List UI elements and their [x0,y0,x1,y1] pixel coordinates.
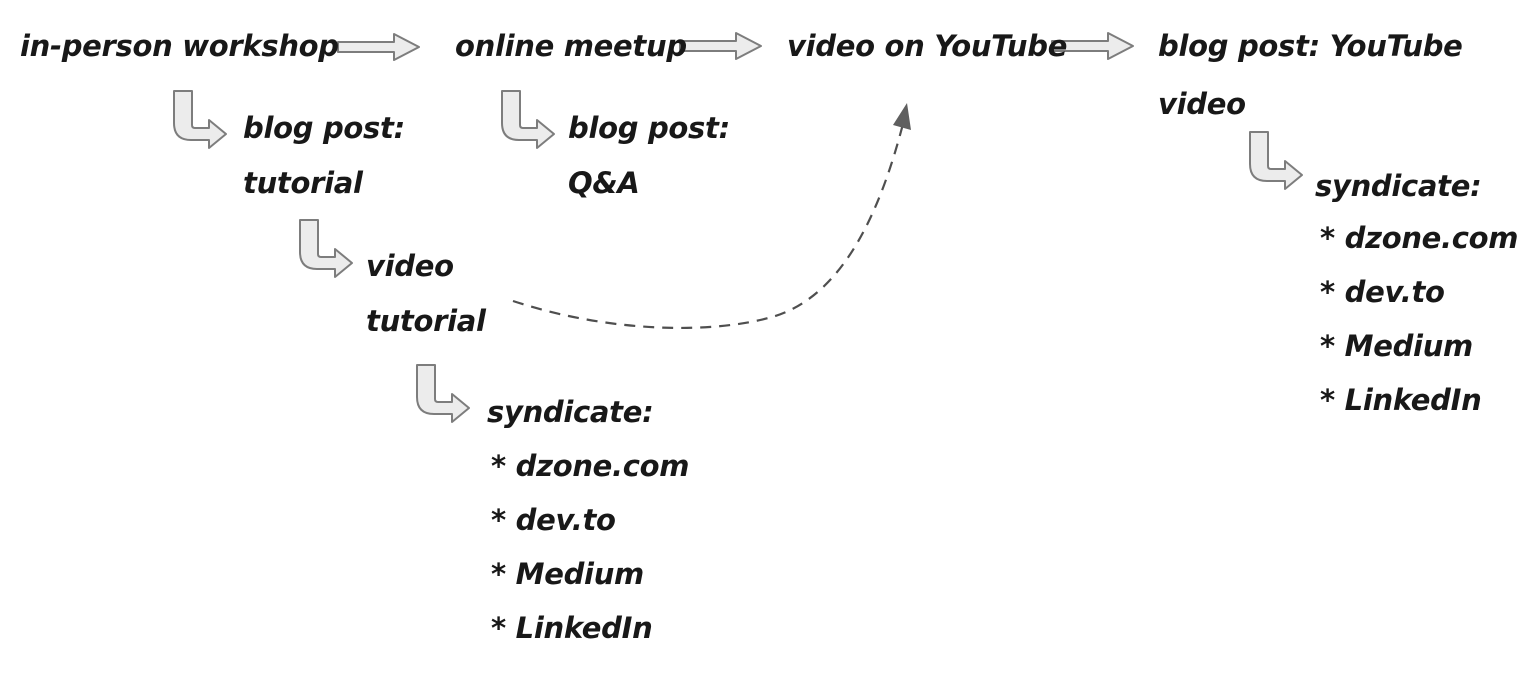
node-in-person-workshop: in-person workshop [20,29,339,63]
list-item: * LinkedIn [1320,383,1482,417]
node-line: blog post: YouTube [1158,29,1463,63]
list-item: * dev.to [1320,275,1445,309]
elbow-branch-arrow-icon [299,219,353,278]
node-line: tutorial [243,166,363,200]
list-item: * dzone.com [491,449,690,483]
flow-arrow-icon [1051,32,1134,60]
node-blog-post-youtube-video: blog post: YouTube video [1158,26,1463,142]
list-item: * Medium [1320,329,1473,363]
node-line: tutorial [366,304,486,338]
node-line: blog post: [568,111,730,145]
list-item: * LinkedIn [491,611,653,645]
node-blog-post-tutorial: blog post: tutorial [243,108,405,218]
syndicate-tutorial-heading: syndicate: [487,395,654,429]
node-line: video [366,249,454,283]
syndicate-tutorial-list: * dzone.com * dev.to * Medium * LinkedIn [491,446,689,662]
node-line: Q&A [568,166,640,200]
elbow-branch-arrow-icon [501,90,555,149]
list-item: * Medium [491,557,644,591]
list-item: * dev.to [491,503,616,537]
node-online-meetup: online meetup [455,29,687,63]
node-video-tutorial: video tutorial [366,246,486,356]
syndicate-youtube-heading: syndicate: [1315,169,1482,203]
flow-arrow-icon [679,32,762,60]
flow-arrow-icon [337,33,420,61]
node-video-on-youtube: video on YouTube [787,29,1068,63]
list-item: * dzone.com [1320,221,1519,255]
node-line: video [1158,87,1246,121]
elbow-branch-arrow-icon [416,364,470,423]
node-blog-post-qa: blog post: Q&A [568,108,730,218]
syndicate-youtube-list: * dzone.com * dev.to * Medium * LinkedIn [1320,218,1518,434]
node-line: blog post: [243,111,405,145]
elbow-branch-arrow-icon [1249,131,1303,190]
elbow-branch-arrow-icon [173,90,227,149]
